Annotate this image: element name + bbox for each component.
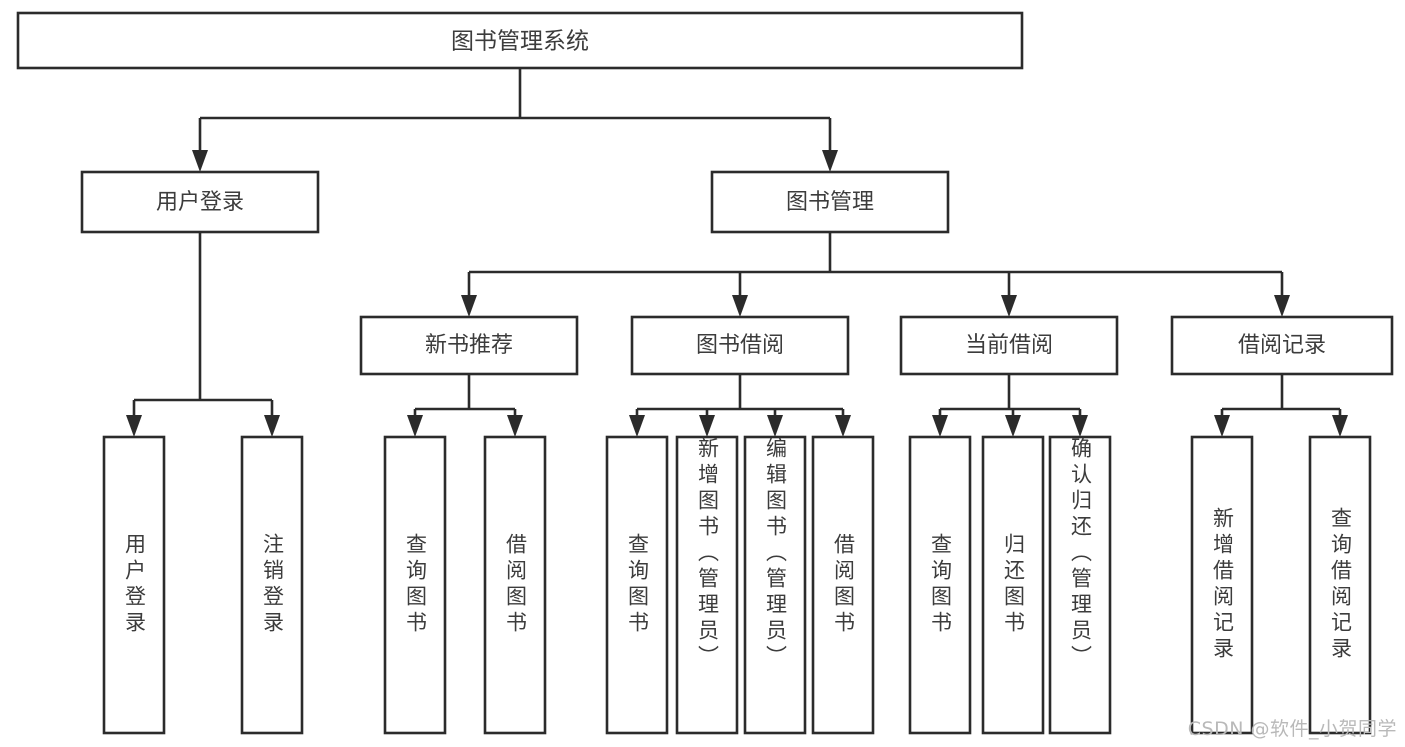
node-leaf-query-record[interactable] bbox=[1308, 435, 1372, 735]
node-leaf-user-login[interactable] bbox=[102, 435, 166, 735]
arrow-bb-l3 bbox=[767, 415, 783, 437]
arrow-br-l1 bbox=[1214, 415, 1230, 437]
node-book-borrow[interactable] bbox=[630, 315, 850, 376]
node-leaf-confirm-return[interactable] bbox=[1048, 435, 1112, 735]
node-book-borrow-label: 图书借阅 bbox=[696, 333, 784, 358]
connector-layer bbox=[126, 68, 1348, 437]
node-root-label: 图书管理系统 bbox=[451, 29, 589, 55]
arrow-cb-l2 bbox=[1005, 415, 1021, 437]
arrow-nb-l1 bbox=[407, 415, 423, 437]
node-leaf-edit-book[interactable] bbox=[743, 435, 807, 735]
node-leaf-query-book-2[interactable] bbox=[605, 435, 669, 735]
arrow-bm-to-c4 bbox=[1274, 295, 1290, 317]
arrow-root-to-user-login bbox=[192, 150, 208, 172]
node-leaf-query-book-3[interactable] bbox=[908, 435, 972, 735]
node-borrow-record-label: 借阅记录 bbox=[1238, 333, 1326, 358]
arrow-br-l2 bbox=[1332, 415, 1348, 437]
node-leaf-query-book-1[interactable] bbox=[383, 435, 447, 735]
arrow-bb-l1 bbox=[629, 415, 645, 437]
node-new-book-rec[interactable] bbox=[359, 315, 579, 376]
node-root[interactable] bbox=[16, 11, 1024, 70]
node-leaf-return-book[interactable] bbox=[981, 435, 1045, 735]
node-leaf-add-book[interactable] bbox=[675, 435, 739, 735]
node-borrow-record[interactable] bbox=[1170, 315, 1394, 376]
node-current-borrow[interactable] bbox=[899, 315, 1119, 376]
arrow-ul-to-leaf1 bbox=[126, 415, 142, 437]
arrow-bm-to-c1 bbox=[461, 295, 477, 317]
node-leaf-user-logout[interactable] bbox=[240, 435, 304, 735]
arrow-bm-to-c3 bbox=[1001, 295, 1017, 317]
arrow-bm-to-c2 bbox=[732, 295, 748, 317]
arrow-cb-l1 bbox=[932, 415, 948, 437]
arrow-root-to-book-manage bbox=[822, 150, 838, 172]
node-user-login-label: 用户登录 bbox=[156, 190, 244, 215]
arrow-bb-l2 bbox=[699, 415, 715, 437]
arrow-cb-l3 bbox=[1072, 415, 1088, 437]
csdn-watermark: CSDN @软件_小贺同学 bbox=[1187, 718, 1397, 740]
arrow-ul-to-leaf2 bbox=[264, 415, 280, 437]
node-layer: 图书管理系统 用户登录 图书管理 新书推荐 图书借阅 当前借阅 借阅记录 bbox=[16, 11, 1394, 735]
node-leaf-borrow-book-2[interactable] bbox=[811, 435, 875, 735]
node-user-login[interactable] bbox=[80, 170, 320, 234]
node-book-manage-label: 图书管理 bbox=[786, 190, 874, 215]
node-new-book-rec-label: 新书推荐 bbox=[425, 333, 513, 358]
node-book-manage[interactable] bbox=[710, 170, 950, 234]
node-leaf-borrow-book-1[interactable] bbox=[483, 435, 547, 735]
node-leaf-add-record[interactable] bbox=[1190, 435, 1254, 735]
node-current-borrow-label: 当前借阅 bbox=[965, 333, 1053, 358]
arrow-bb-l4 bbox=[835, 415, 851, 437]
arrow-nb-l2 bbox=[507, 415, 523, 437]
